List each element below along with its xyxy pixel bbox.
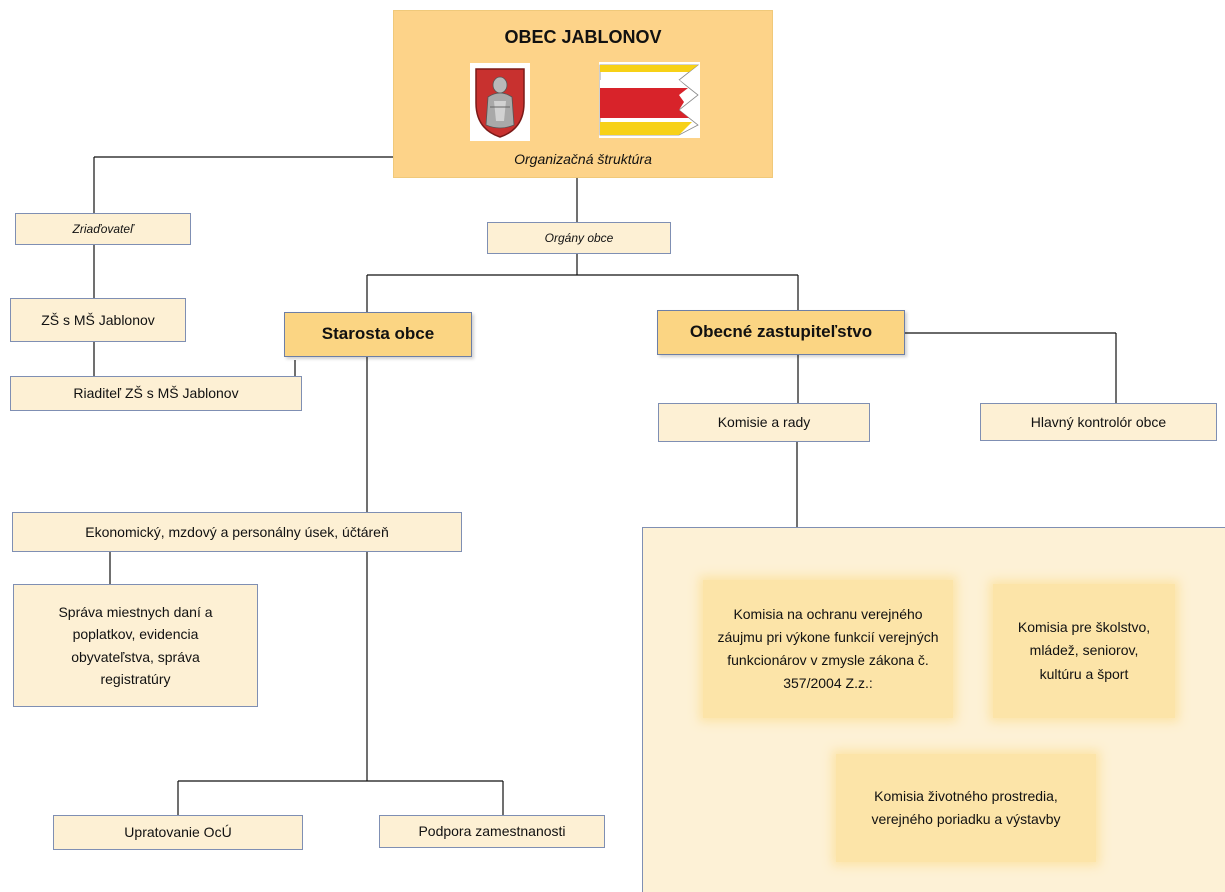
chief-controller-box: Hlavný kontrolór obce [980, 403, 1217, 441]
commission-public-interest: Komisia na ochranu verejného záujmu pri … [703, 580, 953, 718]
coat-of-arms-icon [470, 63, 530, 141]
school-box: ZŠ s MŠ Jablonov [10, 298, 186, 342]
municipal-flag-icon [599, 62, 700, 138]
council-box: Obecné zastupiteľstvo [657, 310, 905, 355]
commission-education: Komisia pre školstvo, mládež, seniorov, … [993, 584, 1175, 718]
employment-support-box: Podpora zamestnanosti [379, 815, 605, 848]
commissions-panel: Komisia na ochranu verejného záujmu pri … [642, 527, 1225, 892]
commissions-boards-box: Komisie a rady [658, 403, 870, 442]
mayor-box: Starosta obce [284, 312, 472, 357]
municipality-title: OBEC JABLONOV [504, 27, 662, 47]
founder-label: Zriaďovateľ [15, 213, 191, 245]
school-director-box: Riaditeľ ZŠ s MŠ Jablonov [10, 376, 302, 411]
municipal-bodies-label: Orgány obce [487, 222, 671, 254]
commission-environment: Komisia životného prostredia, verejného … [836, 754, 1096, 862]
cleaning-box: Upratovanie OcÚ [53, 815, 303, 850]
economic-dept-box: Ekonomický, mzdový a personálny úsek, úč… [12, 512, 462, 552]
tax-administration-box: Správa miestnych daní a poplatkov, evide… [13, 584, 258, 707]
org-structure-subtitle: Organizačná štruktúra [514, 151, 652, 167]
title-panel: OBEC JABLONOV Organizačná štruktúra [393, 10, 773, 178]
